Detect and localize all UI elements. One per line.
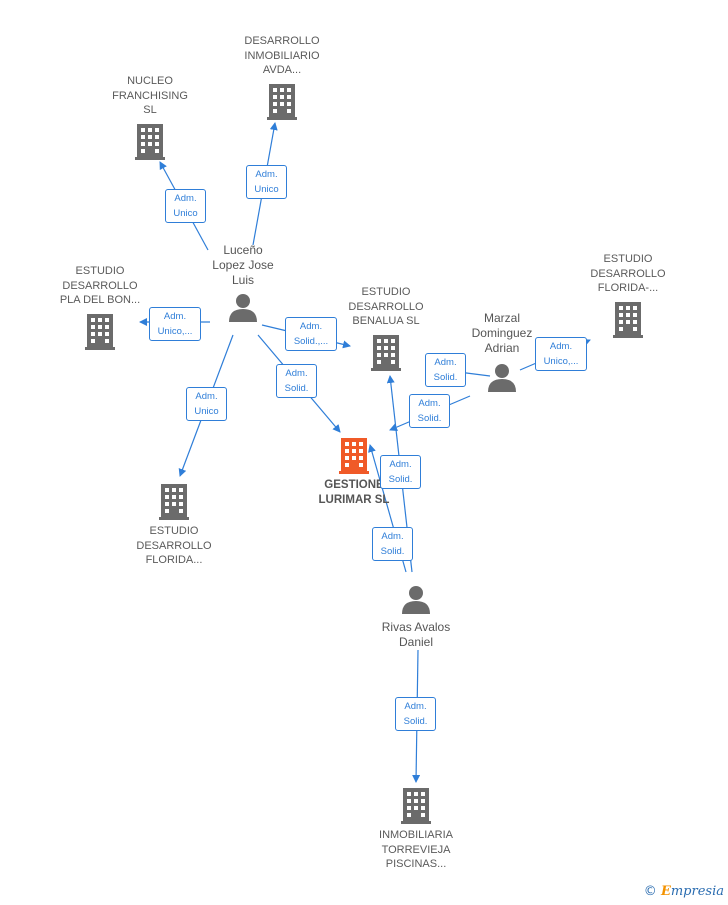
relation-label[interactable]: Adm. Unico	[186, 387, 227, 421]
relation-label[interactable]: Adm. Solid.	[395, 697, 436, 731]
relation-label[interactable]: Adm. Solid.	[276, 364, 317, 398]
person-icon	[229, 294, 257, 322]
person-label: Rivas Avalos Daniel	[381, 620, 451, 649]
brand-initial: E	[660, 884, 671, 899]
relation-label[interactable]: Adm. Unico,...	[535, 337, 587, 371]
relation-label[interactable]: Adm. Unico	[246, 165, 287, 199]
company-pla-del-bon[interactable]: ESTUDIO DESARROLLO PLA DEL BON...	[50, 264, 150, 350]
person-icon	[488, 364, 516, 392]
relation-label[interactable]: Adm. Solid.	[380, 455, 421, 489]
company-label: ESTUDIO DESARROLLO BENALUA SL	[348, 286, 424, 327]
company-florida-right[interactable]: ESTUDIO DESARROLLO FLORIDA-...	[578, 252, 678, 338]
company-gestione-lurimar[interactable]: GESTIONE LURIMAR SL	[304, 438, 404, 507]
building-icon	[613, 301, 643, 338]
person-icon	[402, 586, 430, 614]
company-label: DESARROLLO INMOBILIARIO AVDA...	[244, 35, 320, 76]
company-inmobiliaria-torrevieja[interactable]: INMOBILIARIA TORREVIEJA PISCINAS...	[366, 788, 466, 872]
building-icon	[371, 334, 401, 371]
building-icon	[159, 484, 189, 520]
person-luceno[interactable]: Luceño Lopez Jose Luis	[193, 243, 293, 322]
relation-label[interactable]: Adm. Unico,...	[149, 307, 201, 341]
company-label: ESTUDIO DESARROLLO FLORIDA-...	[590, 253, 666, 294]
person-label: Luceño Lopez Jose Luis	[212, 243, 274, 287]
person-marzal[interactable]: Marzal Dominguez Adrian	[452, 311, 552, 392]
company-label: ESTUDIO DESARROLLO PLA DEL BON...	[59, 265, 141, 306]
company-label: NUCLEO FRANCHISING SL	[112, 75, 188, 116]
building-icon	[339, 438, 369, 474]
relation-label[interactable]: Adm. Solid.,...	[285, 317, 337, 351]
company-florida-bottom[interactable]: ESTUDIO DESARROLLO FLORIDA...	[124, 484, 224, 568]
copyright-symbol: ©	[643, 884, 657, 899]
company-label: ESTUDIO DESARROLLO FLORIDA...	[136, 525, 212, 566]
relation-label[interactable]: Adm. Solid.	[425, 353, 466, 387]
company-desarrollo-avda[interactable]: DESARROLLO INMOBILIARIO AVDA...	[232, 34, 332, 120]
relation-label[interactable]: Adm. Solid.	[409, 394, 450, 428]
company-benalua[interactable]: ESTUDIO DESARROLLO BENALUA SL	[336, 285, 436, 371]
company-nucleo-franchising[interactable]: NUCLEO FRANCHISING SL	[100, 74, 200, 160]
relation-label[interactable]: Adm. Solid.	[372, 527, 413, 561]
building-icon	[85, 313, 115, 350]
building-icon	[267, 83, 297, 120]
person-label: Marzal Dominguez Adrian	[471, 311, 533, 355]
relation-label[interactable]: Adm. Unico	[165, 189, 206, 223]
building-icon	[135, 123, 165, 160]
building-icon	[401, 788, 431, 824]
person-rivas[interactable]: Rivas Avalos Daniel	[366, 584, 466, 650]
brand-name: mpresia	[670, 884, 724, 899]
company-label: GESTIONE LURIMAR SL	[318, 479, 390, 506]
company-label: INMOBILIARIA TORREVIEJA PISCINAS...	[379, 829, 453, 870]
empresia-logo: © Empresia	[644, 884, 724, 899]
